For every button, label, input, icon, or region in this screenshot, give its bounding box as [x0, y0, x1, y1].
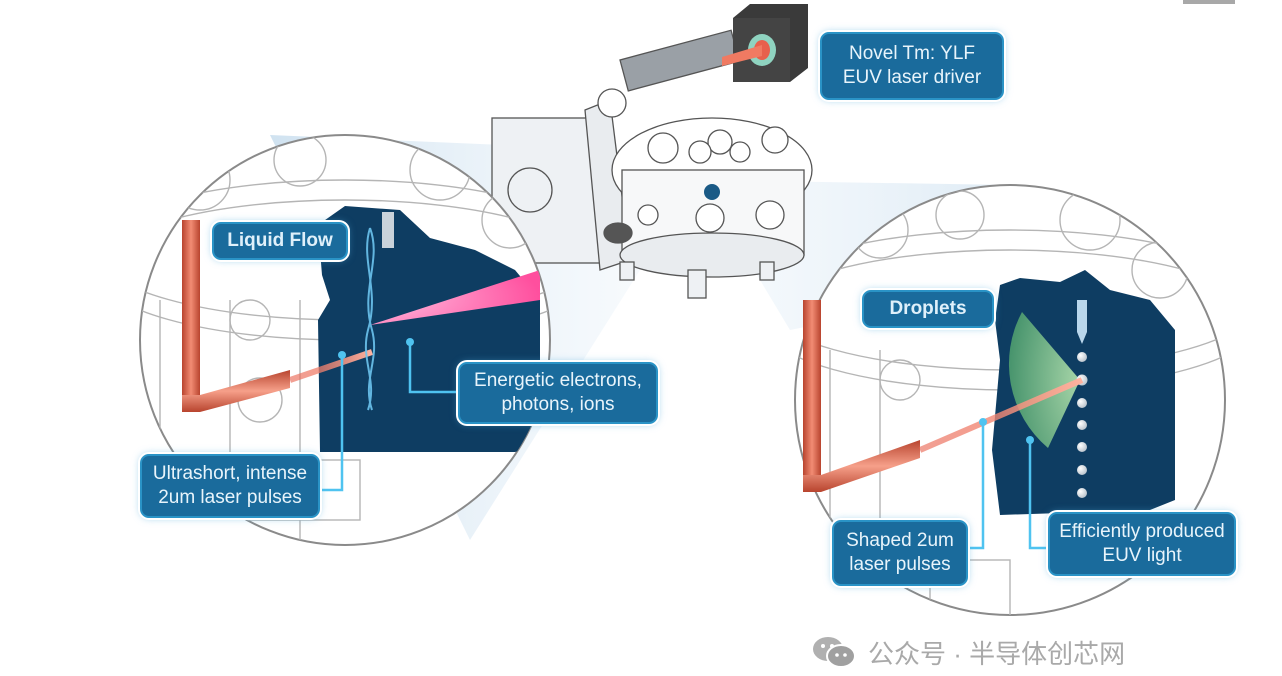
callout-line: Ultrashort, intense [152, 463, 308, 484]
callout-line: Efficiently produced [1059, 521, 1225, 542]
vacuum-chamber [491, 29, 813, 299]
callout-line: Shaped 2um [846, 530, 954, 551]
watermark-text: 公众号 · 半导体创芯网 [868, 638, 1126, 669]
callout-shaped-pulses: Shaped 2um laser pulses [832, 520, 968, 586]
callout-line: 2um laser pulses [158, 487, 302, 508]
callout-line: Novel Tm: YLF [848, 43, 975, 64]
callout-droplets: Droplets [862, 290, 994, 328]
callout-line: Liquid Flow [227, 230, 333, 251]
callout-euv-light: Efficiently produced EUV light [1048, 512, 1236, 576]
callout-line: laser pulses [849, 554, 951, 575]
top-scroll-indicator [1183, 0, 1235, 4]
callout-energetic-particles: Energetic electrons, photons, ions [458, 362, 658, 424]
wechat-icon [810, 635, 858, 669]
callout-laser-driver: Novel Tm: YLF EUV laser driver [820, 32, 1004, 100]
callout-ultrashort-pulses: Ultrashort, intense 2um laser pulses [140, 454, 320, 518]
laser-driver-box [722, 4, 808, 82]
callout-line: EUV light [1102, 545, 1182, 566]
callout-line: EUV laser driver [842, 67, 982, 88]
callout-liquid-flow: Liquid Flow [212, 222, 348, 260]
callout-line: photons, ions [501, 394, 615, 415]
callout-line: Energetic electrons, [474, 370, 642, 391]
watermark: 公众号 · 半导体创芯网 [810, 632, 1125, 672]
callout-line: Droplets [889, 298, 967, 319]
